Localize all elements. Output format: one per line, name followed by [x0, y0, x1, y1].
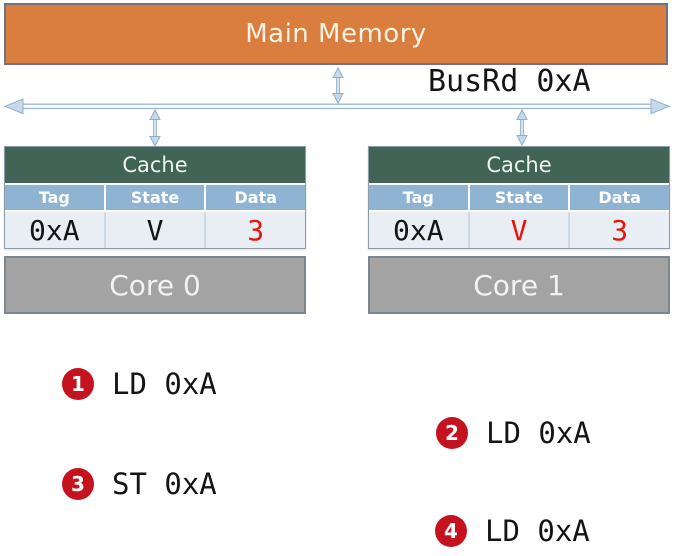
cache0-state-cell: V	[106, 212, 207, 248]
cache0-column-headers: Tag State Data	[5, 185, 305, 210]
bus-cache1-connector-arrow	[516, 108, 528, 147]
cache0-title-label: Cache	[122, 153, 188, 177]
cache0-title: Cache	[5, 147, 305, 185]
step-item-1: 1 LD 0xA	[62, 367, 217, 401]
cache1-column-headers: Tag State Data	[369, 185, 669, 210]
cache1-title: Cache	[369, 147, 669, 185]
step-operation-label: LD 0xA	[486, 416, 591, 450]
cache0-tag-column-header: Tag	[5, 185, 106, 210]
cache0-state-column-header: State	[106, 185, 207, 210]
step-operation-label: ST 0xA	[112, 467, 217, 501]
cache1-card: Cache Tag State Data 0xA V 3	[368, 146, 670, 249]
cache1-title-label: Cache	[486, 153, 552, 177]
step-operation-label: LD 0xA	[485, 514, 590, 548]
step-number-badge: 4	[435, 515, 467, 547]
cache0-data-cell: 3	[247, 213, 265, 247]
core1-box: Core 1	[368, 256, 670, 314]
step-item-4: 4 LD 0xA	[435, 514, 590, 548]
cache1-data-cell: 3	[611, 213, 629, 247]
cache0-data-column-header: Data	[234, 188, 277, 207]
step-number-badge: 2	[436, 417, 468, 449]
core0-box: Core 0	[4, 256, 306, 314]
cache1-tag-column-header: Tag	[369, 185, 470, 210]
cache1-state-cell: V	[470, 212, 571, 248]
bus-left-arrowhead	[3, 98, 24, 115]
main-memory-box: Main Memory	[4, 3, 668, 65]
cache0-entry-row: 0xA V 3	[5, 210, 305, 248]
step-operation-label: LD 0xA	[112, 367, 217, 401]
bus-transaction-label: BusRd 0xA	[428, 64, 591, 99]
bus-cache0-connector-arrow	[149, 108, 161, 148]
bus-right-arrowhead	[650, 98, 671, 115]
cache1-tag-cell: 0xA	[369, 212, 470, 248]
step-item-3: 3 ST 0xA	[62, 467, 217, 501]
memory-bus-connector-arrow	[332, 66, 344, 105]
cache1-data-column-header: Data	[598, 188, 641, 207]
core1-label: Core 1	[473, 268, 565, 302]
step-item-2: 2 LD 0xA	[436, 416, 591, 450]
bus-line	[3, 98, 671, 115]
step-number-badge: 1	[62, 368, 94, 400]
main-memory-label: Main Memory	[245, 19, 427, 49]
cache0-card: Cache Tag State Data 0xA V 3	[4, 146, 306, 249]
cache1-state-column-header: State	[470, 185, 571, 210]
cache0-tag-cell: 0xA	[5, 212, 106, 248]
core0-label: Core 0	[109, 268, 201, 302]
cache1-entry-row: 0xA V 3	[369, 210, 669, 248]
step-number-badge: 3	[62, 468, 94, 500]
